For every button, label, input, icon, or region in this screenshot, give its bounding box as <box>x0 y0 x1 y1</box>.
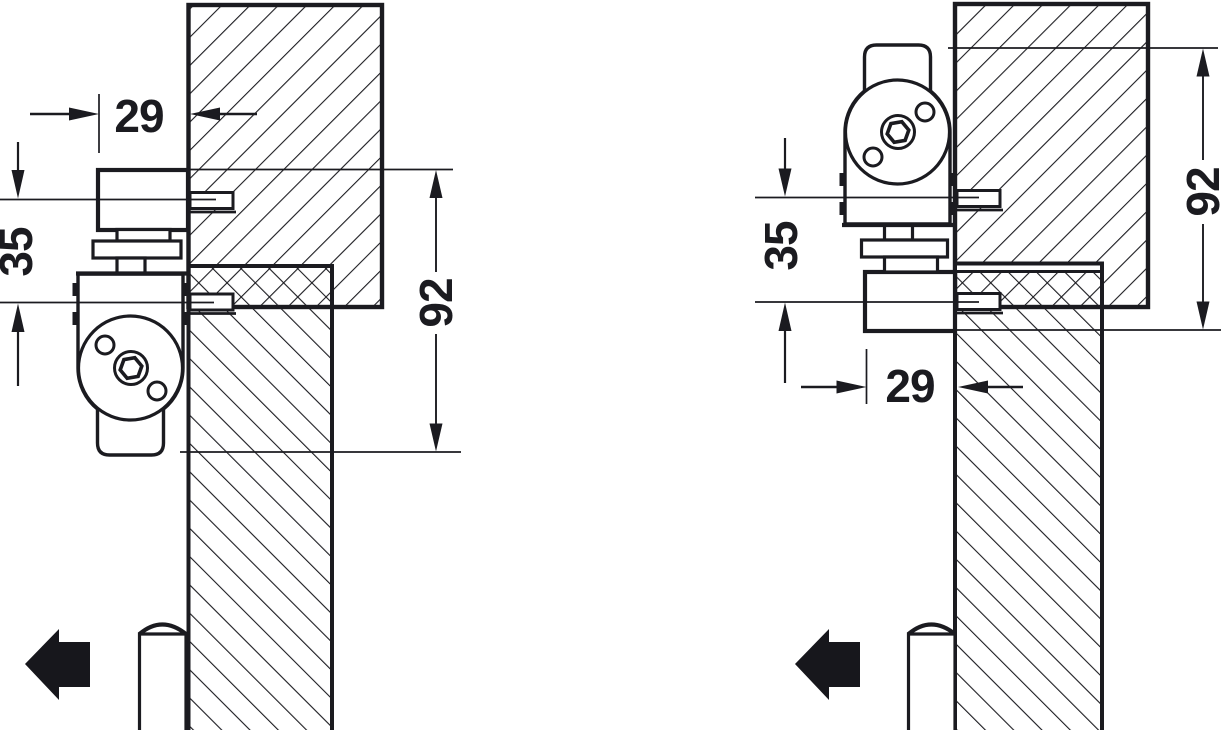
adjustment-hole <box>94 334 116 356</box>
clamp-tab <box>184 312 190 325</box>
dimension-label-29: 29 <box>114 90 163 142</box>
dimension-92: 92 <box>180 168 462 453</box>
left-view: 29 35 92 <box>0 2 462 730</box>
dimension-92: 92 <box>948 47 1227 331</box>
dimension-29: 29 <box>30 90 257 153</box>
adjustment-hole <box>914 101 936 123</box>
hinge-pin-cap <box>138 622 188 636</box>
clamp-tab <box>839 173 846 186</box>
dimension-29: 29 <box>801 349 1023 412</box>
cam-disc <box>76 314 185 422</box>
frame-mounting-screw <box>955 189 1002 208</box>
dimension-label-35: 35 <box>755 221 807 271</box>
dimension-35: 35 <box>0 142 216 386</box>
dimension-35: 35 <box>755 138 979 383</box>
dimension-label-92: 92 <box>410 278 462 327</box>
door-frame <box>186 2 385 310</box>
arrowhead-left-icon <box>190 107 220 121</box>
dimension-label-29: 29 <box>885 360 934 412</box>
spindle-spacer-lower <box>882 255 940 274</box>
clamp-tab <box>839 202 846 215</box>
clamp-tab <box>184 283 190 296</box>
spindle-spacer-upper <box>882 223 915 242</box>
clamp-tab <box>72 283 79 296</box>
arrowhead-down-icon <box>778 168 792 197</box>
door-rebate-gap <box>957 265 1099 270</box>
frame-mounting-screw <box>188 191 235 210</box>
dimension-label-35: 35 <box>0 227 42 277</box>
arrowhead-right-icon <box>69 107 99 121</box>
clamp-tab <box>949 202 955 215</box>
spindle-spacer-upper <box>115 227 172 243</box>
hinge-pin-cap <box>907 622 957 636</box>
door-leaf <box>953 261 1104 730</box>
arrowhead-up-icon <box>778 302 792 331</box>
adjustment-hole <box>862 146 884 168</box>
door-leaf <box>186 264 334 730</box>
hinge-pin <box>906 632 957 730</box>
spindle-washer <box>859 238 950 259</box>
arrowhead-up-icon <box>1196 48 1210 77</box>
hinge-pin <box>137 632 188 730</box>
arrowhead-up-icon <box>429 170 443 198</box>
cam-disc <box>843 78 952 186</box>
clamp-tab <box>72 312 79 325</box>
arrowhead-up-icon <box>11 303 25 332</box>
spindle-spacer-lower <box>115 256 147 276</box>
right-view: 29 35 92 <box>755 1 1227 730</box>
arrowhead-down-icon <box>11 170 25 199</box>
arrowhead-down-icon <box>1196 301 1210 330</box>
arrowhead-left-icon <box>958 380 988 394</box>
door-frame <box>952 1 1151 310</box>
hex-socket-icon <box>118 355 144 381</box>
dimension-label-92: 92 <box>1177 167 1227 216</box>
arrowhead-down-icon <box>429 423 443 452</box>
hex-socket-icon <box>885 119 911 145</box>
clamp-tab <box>949 173 955 186</box>
direction-arrow-icon <box>25 629 90 700</box>
direction-arrow-icon <box>795 629 860 700</box>
adjustment-hole <box>146 380 168 402</box>
spindle-washer <box>91 239 183 260</box>
arrowhead-right-icon <box>836 380 867 394</box>
